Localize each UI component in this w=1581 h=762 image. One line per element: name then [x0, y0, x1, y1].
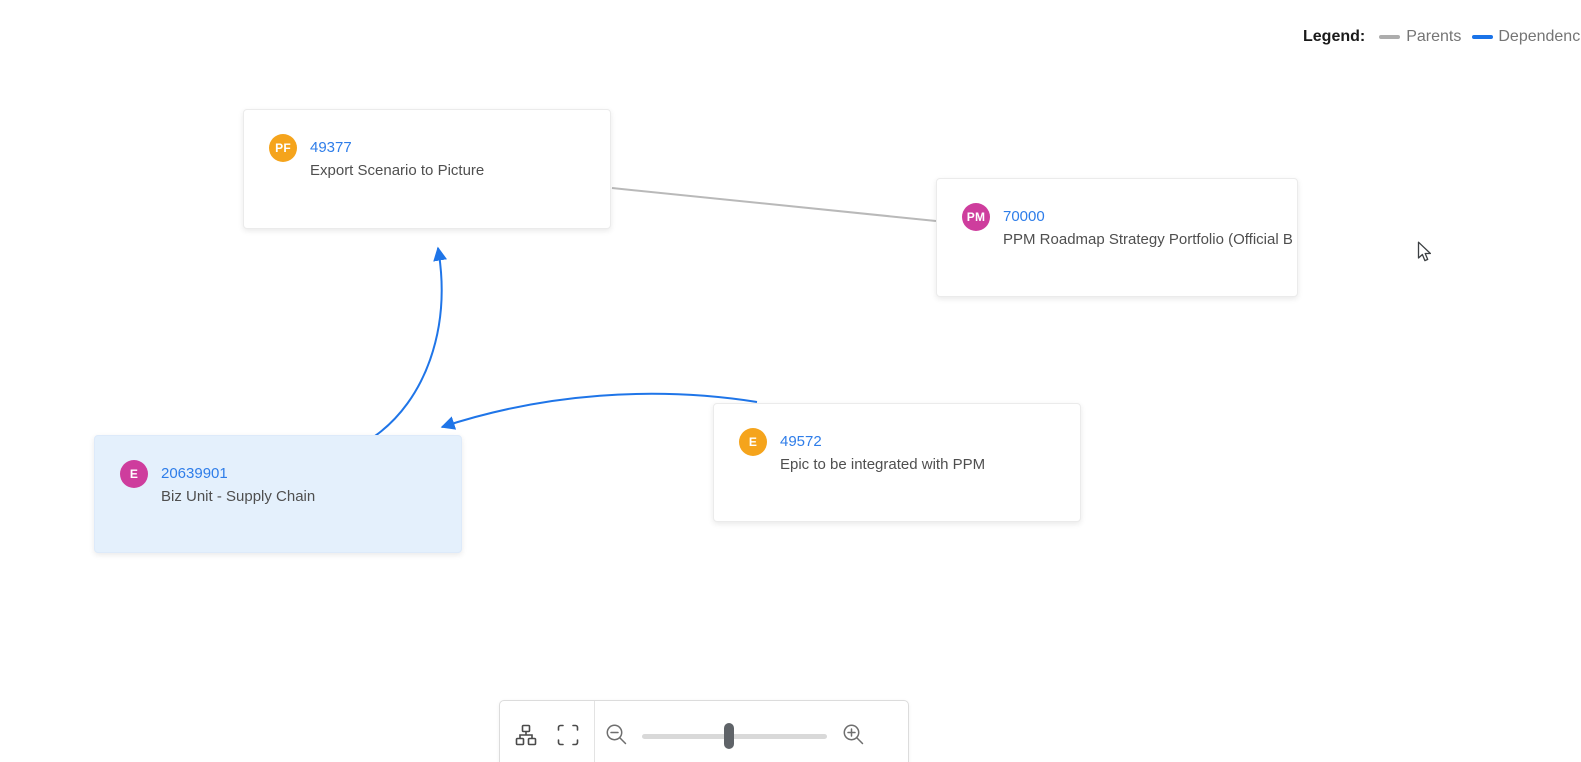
zoom-in-icon: [842, 723, 865, 749]
entity-id-link[interactable]: 49572: [780, 433, 822, 450]
auto-layout-button[interactable]: [509, 716, 543, 756]
zoom-slider-track[interactable]: [642, 734, 827, 739]
zoom-slider-handle[interactable]: [723, 723, 734, 749]
entity-id-link[interactable]: 49377: [310, 139, 352, 156]
entity-card-20639901[interactable]: E 20639901 Biz Unit - Supply Chain: [94, 435, 462, 553]
legend: Legend: Parents Dependencies: [1303, 28, 1581, 46]
entity-card-49377[interactable]: PF 49377 Export Scenario to Picture: [243, 109, 611, 229]
entity-title: Biz Unit - Supply Chain: [161, 488, 316, 505]
mouse-cursor: [1417, 241, 1434, 269]
entity-title: PPM Roadmap Strategy Portfolio (Official…: [1003, 231, 1293, 248]
toolbar-divider: [594, 701, 595, 762]
dependency-connector-49572-20639901: [440, 392, 758, 430]
entity-card-70000[interactable]: PM 70000 PPM Roadmap Strategy Portfolio …: [936, 178, 1298, 297]
legend-title: Legend:: [1303, 28, 1366, 45]
entity-card-49572[interactable]: E 49572 Epic to be integrated with PPM: [713, 403, 1081, 522]
zoom-out-icon: [605, 723, 628, 749]
zoom-out-button[interactable]: [603, 716, 629, 756]
parent-line-swatch: [1379, 35, 1401, 39]
legend-parents-label: Parents: [1406, 28, 1462, 45]
entity-title: Epic to be integrated with PPM: [780, 456, 986, 473]
zoom-slider[interactable]: [642, 721, 827, 751]
entity-id-link[interactable]: 70000: [1003, 208, 1045, 225]
diagram-toolbar: [499, 700, 909, 762]
fit-to-screen-button[interactable]: [551, 716, 585, 756]
hierarchy-layout-icon: [515, 724, 537, 749]
entity-type-badge-portfolio-feature: PF: [269, 134, 297, 162]
dependency-connector-20639901-49377: [374, 246, 448, 437]
entity-title: Export Scenario to Picture: [310, 162, 485, 179]
zoom-in-button[interactable]: [840, 716, 866, 756]
fit-to-screen-icon: [557, 724, 579, 749]
entity-type-badge-portfolio: PM: [962, 203, 990, 231]
arrow-pointer-cursor-icon: [1417, 241, 1434, 268]
dependency-line-swatch: [1472, 35, 1494, 39]
entity-id-link[interactable]: 20639901: [161, 465, 228, 482]
entity-type-badge-epic: E: [120, 460, 148, 488]
parent-connector: [611, 187, 937, 222]
entity-type-badge-epic: E: [739, 428, 767, 456]
legend-dependencies-label: Dependencies: [1498, 28, 1581, 45]
